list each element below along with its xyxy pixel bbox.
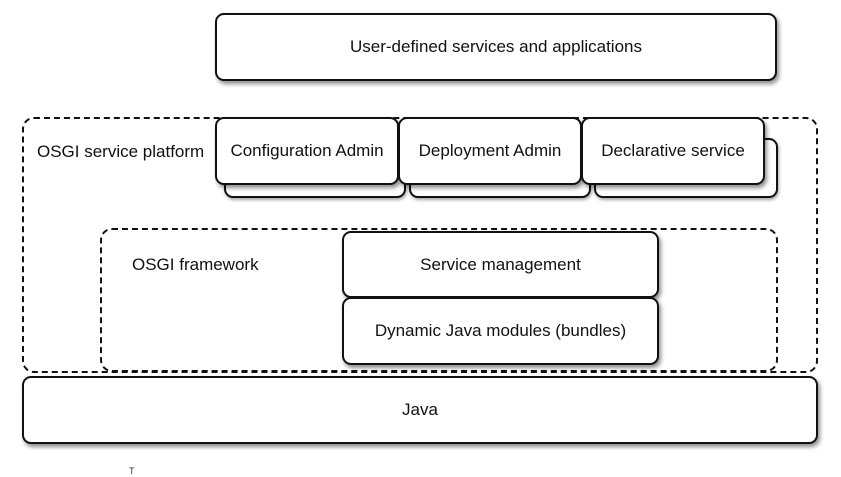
osgi-service-platform-label: OSGI service platform [37,142,205,161]
declarative-service-box: Declarative service [581,117,765,185]
stray-mark: T [129,466,135,476]
deployment-admin-box: Deployment Admin [398,117,582,185]
user-defined-services-box: User-defined services and applications [215,13,777,81]
osgi-framework-label: OSGI framework [132,255,259,274]
java-box: Java [22,376,818,444]
dynamic-java-modules-box: Dynamic Java modules (bundles) [342,297,659,365]
configuration-admin-box: Configuration Admin [215,117,399,185]
service-management-box: Service management [342,231,659,298]
osgi-framework-region [100,228,778,372]
